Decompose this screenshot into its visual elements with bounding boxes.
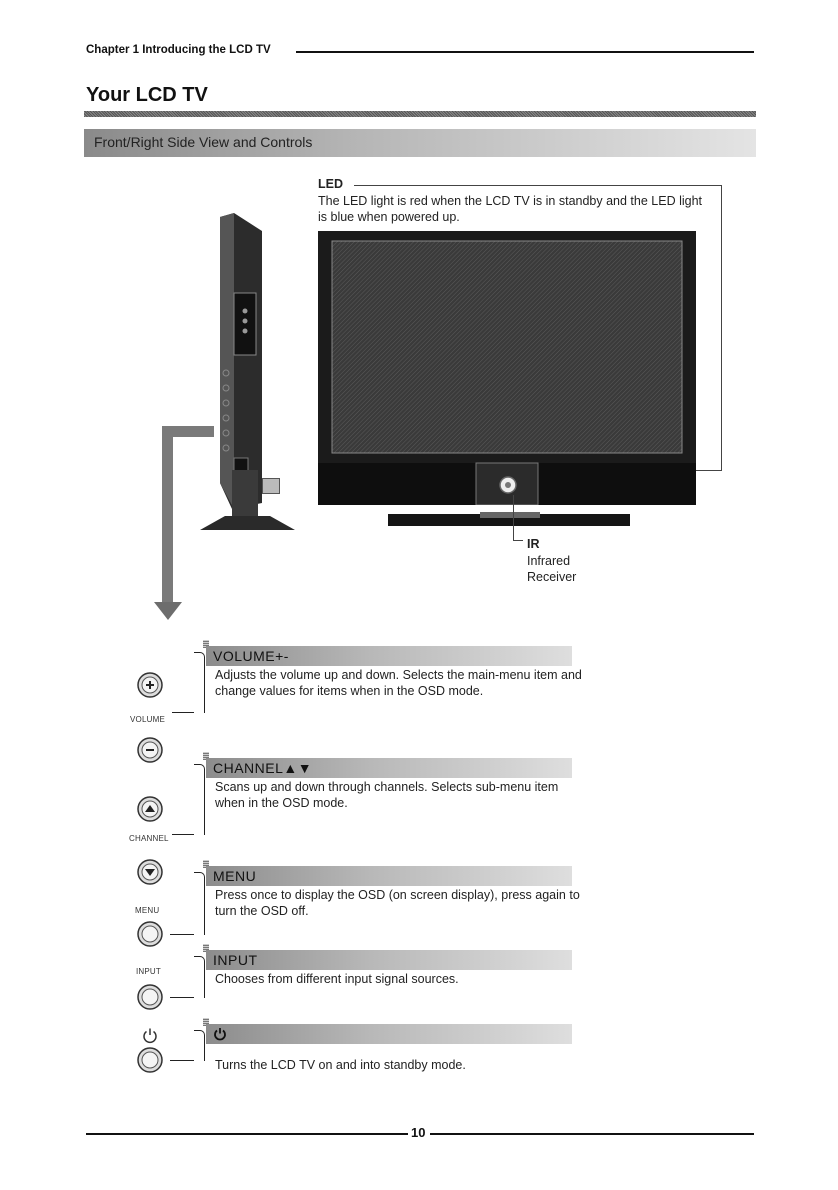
volume-down-button[interactable]	[137, 737, 163, 763]
menu-bar: MENU	[206, 866, 572, 886]
menu-leader-line	[170, 934, 194, 935]
footer-rule-left	[86, 1133, 408, 1135]
input-bar-marker	[203, 944, 209, 952]
pointer-arrow-horizontal	[162, 426, 214, 437]
power-button[interactable]	[137, 1047, 163, 1073]
input-bar: INPUT	[206, 950, 572, 970]
ir-leader-line	[513, 495, 514, 541]
led-description: The LED light is red when the LCD TV is …	[318, 194, 703, 224]
volume-bar-marker	[203, 640, 209, 648]
channel-leader-line	[172, 834, 194, 835]
channel-label: CHANNEL	[129, 834, 169, 843]
input-bracket	[194, 956, 205, 998]
led-leader-line-bottom	[682, 470, 722, 471]
menu-bar-marker	[203, 860, 209, 868]
ir-line-1: Infrared	[527, 554, 571, 568]
pointer-arrow-vertical	[162, 426, 173, 604]
tv-side-connector	[262, 478, 280, 494]
volume-description: Adjusts the volume up and down. Selects …	[215, 668, 582, 698]
page-number: 10	[411, 1125, 426, 1140]
volume-bracket	[194, 652, 205, 713]
power-symbol-icon	[143, 1028, 157, 1044]
power-leader-line	[170, 1060, 194, 1061]
power-description: Turns the LCD TV on and into standby mod…	[215, 1058, 466, 1072]
channel-down-button[interactable]	[137, 859, 163, 885]
channel-description: Scans up and down through channels. Sele…	[215, 780, 559, 810]
ir-leader-line-horizontal	[513, 540, 523, 541]
input-title: INPUT	[213, 952, 258, 968]
channel-title: CHANNEL▲▼	[213, 760, 313, 776]
header-rule	[296, 51, 754, 53]
power-bar	[206, 1024, 572, 1044]
menu-title: MENU	[213, 868, 257, 884]
menu-description: Press once to display the OSD (on screen…	[215, 888, 580, 918]
input-description: Chooses from different input signal sour…	[215, 972, 459, 986]
chapter-header: Chapter 1 Introducing the LCD TV	[86, 44, 271, 56]
menu-bracket	[194, 872, 205, 935]
input-leader-line	[170, 997, 194, 998]
input-label: INPUT	[136, 967, 161, 976]
tv-side-stand	[232, 470, 258, 520]
page-title: Your LCD TV	[86, 84, 208, 106]
power-bracket	[194, 1030, 205, 1061]
volume-leader-line	[172, 712, 194, 713]
title-rule	[84, 111, 756, 117]
volume-label: VOLUME	[130, 715, 165, 724]
arrow-down-icon	[154, 602, 182, 620]
led-title: LED	[318, 177, 343, 191]
volume-bar: VOLUME+-	[206, 646, 572, 666]
channel-bar-marker	[203, 752, 209, 760]
tv-front-stand	[388, 512, 630, 526]
channel-up-button[interactable]	[137, 796, 163, 822]
section-bar: Front/Right Side View and Controls	[84, 129, 756, 157]
tv-side-stand-base	[200, 516, 295, 530]
led-leader-line-vertical	[721, 185, 722, 471]
footer-rule-right	[430, 1133, 754, 1135]
tv-side-view-image	[220, 213, 262, 509]
input-button[interactable]	[137, 984, 163, 1010]
volume-up-button[interactable]	[137, 672, 163, 698]
led-leader-line	[354, 185, 721, 186]
menu-button[interactable]	[137, 921, 163, 947]
ir-line-2: Receiver	[527, 570, 577, 584]
menu-label: MENU	[135, 906, 160, 915]
ir-description: Infrared Receiver	[527, 553, 576, 585]
channel-bar: CHANNEL▲▼	[206, 758, 572, 778]
power-bar-marker	[203, 1018, 209, 1026]
section-title: Front/Right Side View and Controls	[94, 134, 313, 150]
power-icon	[214, 1028, 226, 1041]
channel-bracket	[194, 764, 205, 835]
tv-front-view-image	[318, 231, 696, 505]
volume-title: VOLUME+-	[213, 648, 289, 664]
ir-title: IR	[527, 537, 540, 551]
